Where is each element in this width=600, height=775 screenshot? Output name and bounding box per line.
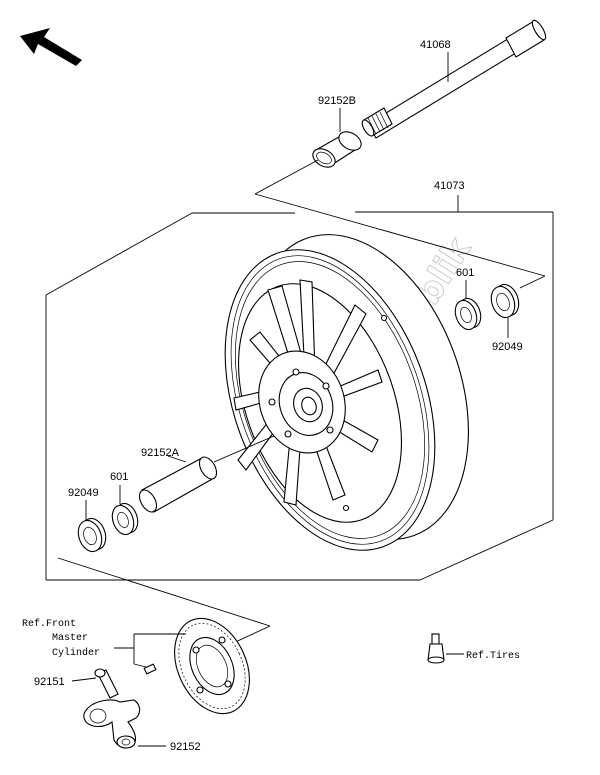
wheel-assembly-bracket (45, 159, 554, 581)
collar-92152A[interactable] (136, 454, 220, 515)
label-bearing-left: 601 (110, 471, 128, 483)
tire-valve-stem[interactable] (427, 633, 445, 664)
label-bracket-collar: 92152 (170, 741, 201, 753)
label-axle: 41068 (420, 39, 451, 51)
oil-seal-92049-left[interactable] (74, 515, 110, 555)
label-bearing-right: 601 (456, 267, 474, 279)
label-seal-right: 92049 (492, 341, 523, 353)
ref-master-cylinder-line1[interactable]: Ref.Front (22, 618, 76, 630)
front-direction-arrow-icon (20, 28, 82, 66)
ref-master-cylinder-line3[interactable]: Cylinder (52, 647, 100, 659)
axle-41068[interactable] (360, 19, 548, 139)
collar-92152B[interactable] (310, 128, 365, 171)
sensor-assembly-bracket (57, 557, 271, 653)
wheel-hub (258, 314, 388, 512)
wheel-41073[interactable] (186, 204, 508, 579)
bolt-92151[interactable] (94, 668, 119, 699)
label-collar-a: 92152A (141, 447, 180, 459)
oil-seal-92049-right[interactable] (487, 281, 523, 321)
sensor-rotor[interactable] (160, 606, 264, 725)
small-screw[interactable] (143, 663, 157, 675)
ref-tires[interactable]: Ref.Tires (466, 650, 520, 662)
sensor-bracket[interactable] (83, 699, 141, 749)
label-wheel: 41073 (434, 180, 465, 192)
bearing-601-right[interactable] (451, 295, 484, 332)
ref-master-cylinder-line2[interactable]: Master (52, 633, 88, 644)
bearing-601-left[interactable] (108, 500, 141, 537)
label-bolt: 92151 (34, 676, 65, 688)
label-seal-left: 92049 (68, 487, 99, 499)
label-collar-b: 92152B (318, 95, 356, 107)
